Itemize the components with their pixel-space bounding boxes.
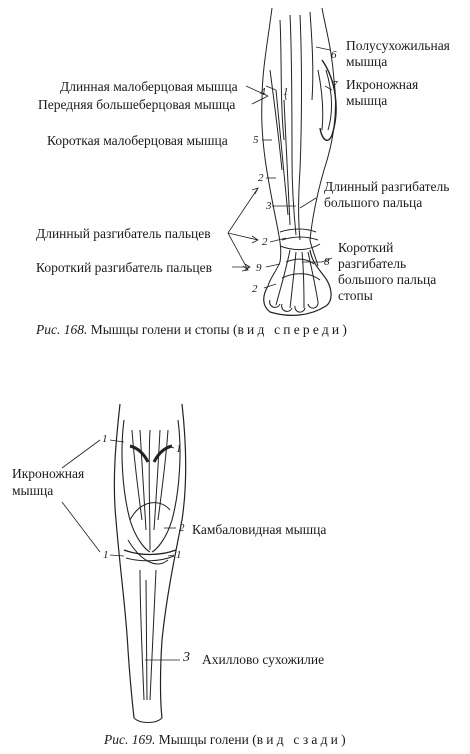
label-peroneus-brevis: Короткая малоберцовая мышца: [47, 133, 228, 148]
figure-168-caption-view: вид спереди: [237, 322, 343, 337]
number-2-middle: 2: [262, 236, 268, 248]
label-ext-hallucis-brevis-line1: Короткий: [338, 240, 394, 255]
label-ext-digitorum-longus: Длинный разгибатель пальцев: [36, 226, 211, 241]
number-7: 7: [332, 79, 338, 91]
leg-front-outline-left: [261, 7, 282, 287]
number-2-lower: 2: [252, 283, 258, 295]
number-8: 8: [324, 256, 330, 268]
label-ext-hallucis-brevis-line3: большого пальца: [338, 272, 437, 287]
number-4: 4: [260, 86, 266, 98]
number-5: 5: [253, 134, 259, 146]
label-tibialis-anterior: Передняя большеберцовая мышца: [38, 97, 236, 112]
label-ext-hallucis-longus-line1: Длинный разгибатель: [324, 179, 450, 194]
number-2-upper: 2: [258, 172, 264, 184]
label-semitendinosus-line2: мышца: [346, 54, 388, 69]
number-1: 1: [283, 86, 289, 98]
figure-169-caption-number: Рис. 169.: [104, 732, 156, 747]
figure-168-caption-paren-close: ): [342, 322, 347, 337]
leg-front-outline-right: [309, 7, 336, 267]
number-1-bottom-right: 1: [176, 549, 182, 561]
figure-168-caption-number: Рис. 168.: [36, 322, 88, 337]
figure-169-illustration: [113, 403, 187, 723]
label-ext-hallucis-brevis-line2: разгибатель: [338, 256, 407, 271]
label-gastrocnemius-line2: мышца: [346, 93, 388, 108]
label-semitendinosus-line1: Полусухожильная: [346, 38, 450, 53]
label-ext-hallucis-longus-line2: большого пальца: [324, 195, 423, 210]
number-6: 6: [331, 49, 337, 61]
number-1-bottom-left: 1: [103, 549, 109, 561]
figure-169-caption-view: вид сзади: [256, 732, 342, 747]
number-3: 3: [266, 200, 272, 212]
number-9: 9: [256, 262, 262, 274]
figure-169-caption-paren-open: (: [252, 732, 257, 747]
label-gastrocnemius-line1: Икроножная: [346, 77, 419, 92]
figure-168-caption-paren-open: (: [232, 322, 238, 337]
label-soleus: Камбаловидная мышца: [192, 522, 327, 537]
label-ext-hallucis-brevis-line4: стопы: [338, 288, 373, 303]
number-1-top-right: 1: [176, 443, 182, 455]
foot-outline: [263, 249, 332, 316]
label-gastrocnemius-back-line1: Икроножная: [12, 466, 85, 481]
label-peroneus-longus: Длинная малоберцовая мышца: [60, 79, 238, 94]
number-2-soleus: 2: [179, 522, 185, 534]
figure-169-caption-text: Мышцы голени: [158, 732, 249, 747]
number-3-achilles: 3: [183, 650, 190, 665]
figure-168-caption: Рис. 168. Мышцы голени и стопы (вид спер…: [36, 322, 347, 338]
label-achilles: Ахиллово сухожилие: [202, 652, 325, 667]
figure-169-caption-paren-close: ): [341, 732, 346, 747]
label-gastrocnemius-back-line2: мышца: [12, 483, 54, 498]
label-ext-digitorum-brevis: Короткий разгибатель пальцев: [36, 260, 213, 275]
number-1-top-left: 1: [102, 433, 108, 445]
figure-169-caption: Рис. 169. Мышцы голени (вид сзади): [104, 732, 346, 748]
figure-168-caption-text: Мышцы голени и стопы: [90, 322, 230, 337]
